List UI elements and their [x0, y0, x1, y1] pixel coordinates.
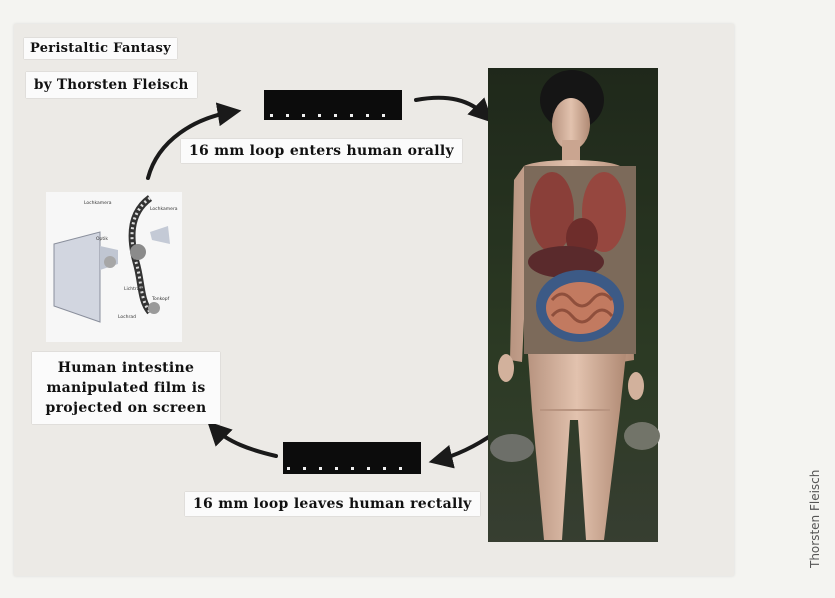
- caption-projected: Human intestine manipulated film is proj…: [32, 352, 220, 424]
- diagram-label: Tonkopf: [151, 296, 170, 302]
- diagram-label: Lochkamera: [84, 200, 112, 206]
- caption-leave: 16 mm loop leaves human rectally: [185, 492, 480, 516]
- diagram-label: Lochrad: [118, 314, 136, 320]
- arrow-left-down-icon: [438, 434, 493, 460]
- diagram-label: Lichtrad: [124, 286, 142, 292]
- film-strip-bottom-icon: [283, 442, 421, 474]
- diagram-label: Optik: [96, 236, 108, 242]
- anatomical-figure-photo: [488, 68, 660, 542]
- projector-diagram-icon: Lochkamera Lochkamera Optik Lichtrad Ton…: [46, 192, 182, 342]
- photo-credit: Thorsten Fleisch: [808, 470, 822, 568]
- caption-enter: 16 mm loop enters human orally: [181, 139, 462, 163]
- film-strip-top-icon: [264, 90, 402, 120]
- arrow-left-up-icon: [214, 428, 276, 456]
- diagram-label: Lochkamera: [150, 206, 178, 212]
- arrow-right-down-icon: [416, 98, 486, 116]
